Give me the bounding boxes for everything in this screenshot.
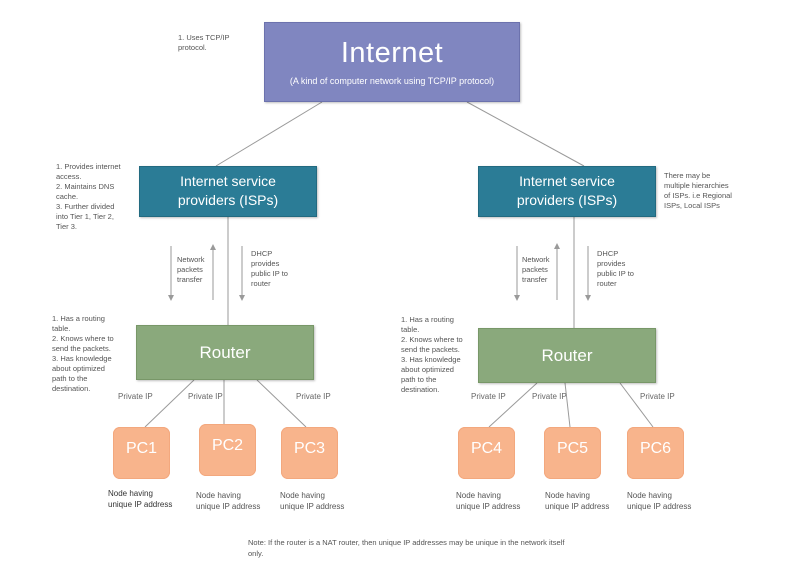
router-note-left: 1. Has a routing table. 2. Knows where t… [52,314,114,393]
isp-label: Internet service providers (ISPs) [177,173,279,208]
pc-box-4: PC4 [458,427,515,479]
pc-label: PC3 [293,440,326,457]
connector-internet-isp-right [466,101,585,167]
router-box-right: Router [478,328,656,383]
node-label-pc3: Node having unique IP address [280,491,345,511]
dhcp-label-left: DHCP provides public IP to router [251,249,288,288]
isp-note-left: 1. Provides internet access. 2. Maintain… [56,162,121,231]
node-label-pc4: Node having unique IP address [456,491,521,511]
isp-label: Internet service providers (ISPs) [516,173,618,208]
internet-box: Internet (A kind of computer network usi… [264,22,520,102]
pc-box-1: PC1 [113,427,170,479]
pc-label: PC6 [639,440,672,457]
router-label: Router [541,346,593,365]
pc-label: PC2 [211,437,244,454]
internet-note: 1. Uses TCP/IP protocol. [178,33,230,52]
private-ip-label: Private IP [532,392,567,401]
isp-note-right: There may be multiple hierarchies of ISP… [664,171,732,210]
pc-label: PC4 [470,440,503,457]
connector-router-pc5 [564,382,571,428]
node-label-pc6: Node having unique IP address [627,491,692,511]
router-label: Router [199,343,251,362]
pc-box-5: PC5 [544,427,601,479]
private-ip-label: Private IP [296,392,331,401]
node-label-pc2: Node having unique IP address [196,491,261,511]
private-ip-label: Private IP [471,392,506,401]
pc-box-6: PC6 [627,427,684,479]
connector-router-pc1 [144,379,195,428]
pc-box-3: PC3 [281,427,338,479]
dhcp-label-right: DHCP provides public IP to router [597,249,634,288]
node-label-pc5: Node having unique IP address [545,491,610,511]
pc-box-2: PC2 [199,424,256,476]
internet-title: Internet [340,37,444,69]
isp-box-right: Internet service providers (ISPs) [478,166,656,217]
footnote: Note: If the router is a NAT router, the… [248,538,565,558]
router-note-right: 1. Has a routing table. 2. Knows where t… [401,315,463,394]
node-label-pc1: Node having unique IP address [108,489,173,509]
connector-internet-isp-left [215,101,323,167]
isp-box-left: Internet service providers (ISPs) [139,166,317,217]
internet-subtitle: (A kind of computer network using TCP/IP… [289,76,495,86]
router-box-left: Router [136,325,314,380]
connector-router-pc3 [256,379,307,428]
pc-label: PC1 [125,440,158,457]
packets-transfer-label-left: Network packets transfer [177,255,205,284]
packets-transfer-label-right: Network packets transfer [522,255,550,284]
connector-router-pc4 [488,382,538,428]
private-ip-label: Private IP [640,392,675,401]
private-ip-label: Private IP [188,392,223,401]
connector-router-pc6 [619,382,654,428]
pc-label: PC5 [556,440,589,457]
private-ip-label: Private IP [118,392,153,401]
